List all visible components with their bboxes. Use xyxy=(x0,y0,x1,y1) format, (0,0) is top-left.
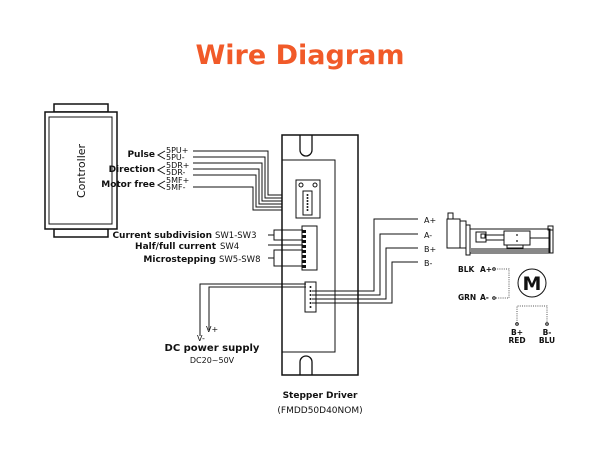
switch-range-current-subdivision: SW1-SW3 xyxy=(215,231,256,241)
coil-terminal-a-minus: A- xyxy=(480,293,489,302)
signal-name-motor-free: Motor free xyxy=(101,180,155,190)
terminal-b-minus: B- xyxy=(424,259,432,268)
pin-mf-minus: 5MF- xyxy=(166,183,186,192)
switch-name-half-full-current: Half/full current xyxy=(135,242,217,252)
switch-range-microstepping: SW5-SW8 xyxy=(219,255,260,265)
pin-dir-minus: 5DR- xyxy=(166,168,185,177)
driver-label: Stepper Driver xyxy=(283,391,358,401)
mount-slot-top xyxy=(299,135,313,157)
stepper-driver: Stepper Driver (FMDD50D40NOM) xyxy=(277,134,363,416)
terminal-a-plus: A+ xyxy=(424,216,436,225)
linear-actuator-icon xyxy=(446,212,554,256)
dip-switch-block xyxy=(301,225,318,271)
power-v-minus: V- xyxy=(197,334,205,343)
pin-dir-plus: 5DR+ xyxy=(166,161,190,170)
coil-terminal-b-minus: B- xyxy=(543,328,552,337)
switch-labels: Current subdivision SW1-SW3 Half/full cu… xyxy=(112,231,260,265)
power-wires: V- V+ DC power supply DC20~50V xyxy=(165,283,306,365)
terminal-b-plus: B+ xyxy=(424,245,436,254)
signal-connector xyxy=(295,179,321,219)
switch-wires xyxy=(268,229,303,267)
coil-terminal-b-plus: B+ xyxy=(511,328,523,337)
power-v-plus: V+ xyxy=(206,325,218,334)
pin-pulse-plus: 5PU+ xyxy=(166,146,188,155)
coil-color-red: RED xyxy=(508,336,525,345)
coil-color-blk: BLK xyxy=(458,265,475,274)
power-label: DC power supply xyxy=(165,343,260,354)
diagram-title: Wire Diagram xyxy=(196,40,405,71)
mount-slot-bottom xyxy=(299,355,313,375)
signal-labels: Pulse Direction Motor free 5PU+ 5PU- 5DR… xyxy=(101,146,189,192)
controller-label: Controller xyxy=(75,143,88,198)
pin-mf-plus: 5MF+ xyxy=(166,176,189,185)
coil-color-blu: BLU xyxy=(539,336,555,345)
pin-pulse-minus: 5PU- xyxy=(166,153,185,162)
switch-name-current-subdivision: Current subdivision xyxy=(112,231,212,241)
motor-symbol: M xyxy=(523,273,542,295)
controller-unit: Controller xyxy=(44,103,118,238)
switch-range-half-full-current: SW4 xyxy=(220,242,239,252)
driver-model: (FMDD50D40NOM) xyxy=(277,406,362,416)
motor-connector xyxy=(304,281,317,313)
power-range: DC20~50V xyxy=(190,356,235,365)
coil-color-grn: GRN xyxy=(458,293,476,302)
coil-terminal-a-plus: A+ xyxy=(480,265,492,274)
motor-circle xyxy=(517,268,547,298)
signal-name-direction: Direction xyxy=(109,165,155,175)
terminal-a-minus: A- xyxy=(424,231,432,240)
motor-wires: A+ A- B+ B- xyxy=(312,216,436,304)
switch-name-microstepping: Microstepping xyxy=(143,255,216,265)
motor-schematic: BLK A+ GRN A- M B+ RED B- BLU xyxy=(458,265,555,345)
signal-name-pulse: Pulse xyxy=(127,150,155,160)
